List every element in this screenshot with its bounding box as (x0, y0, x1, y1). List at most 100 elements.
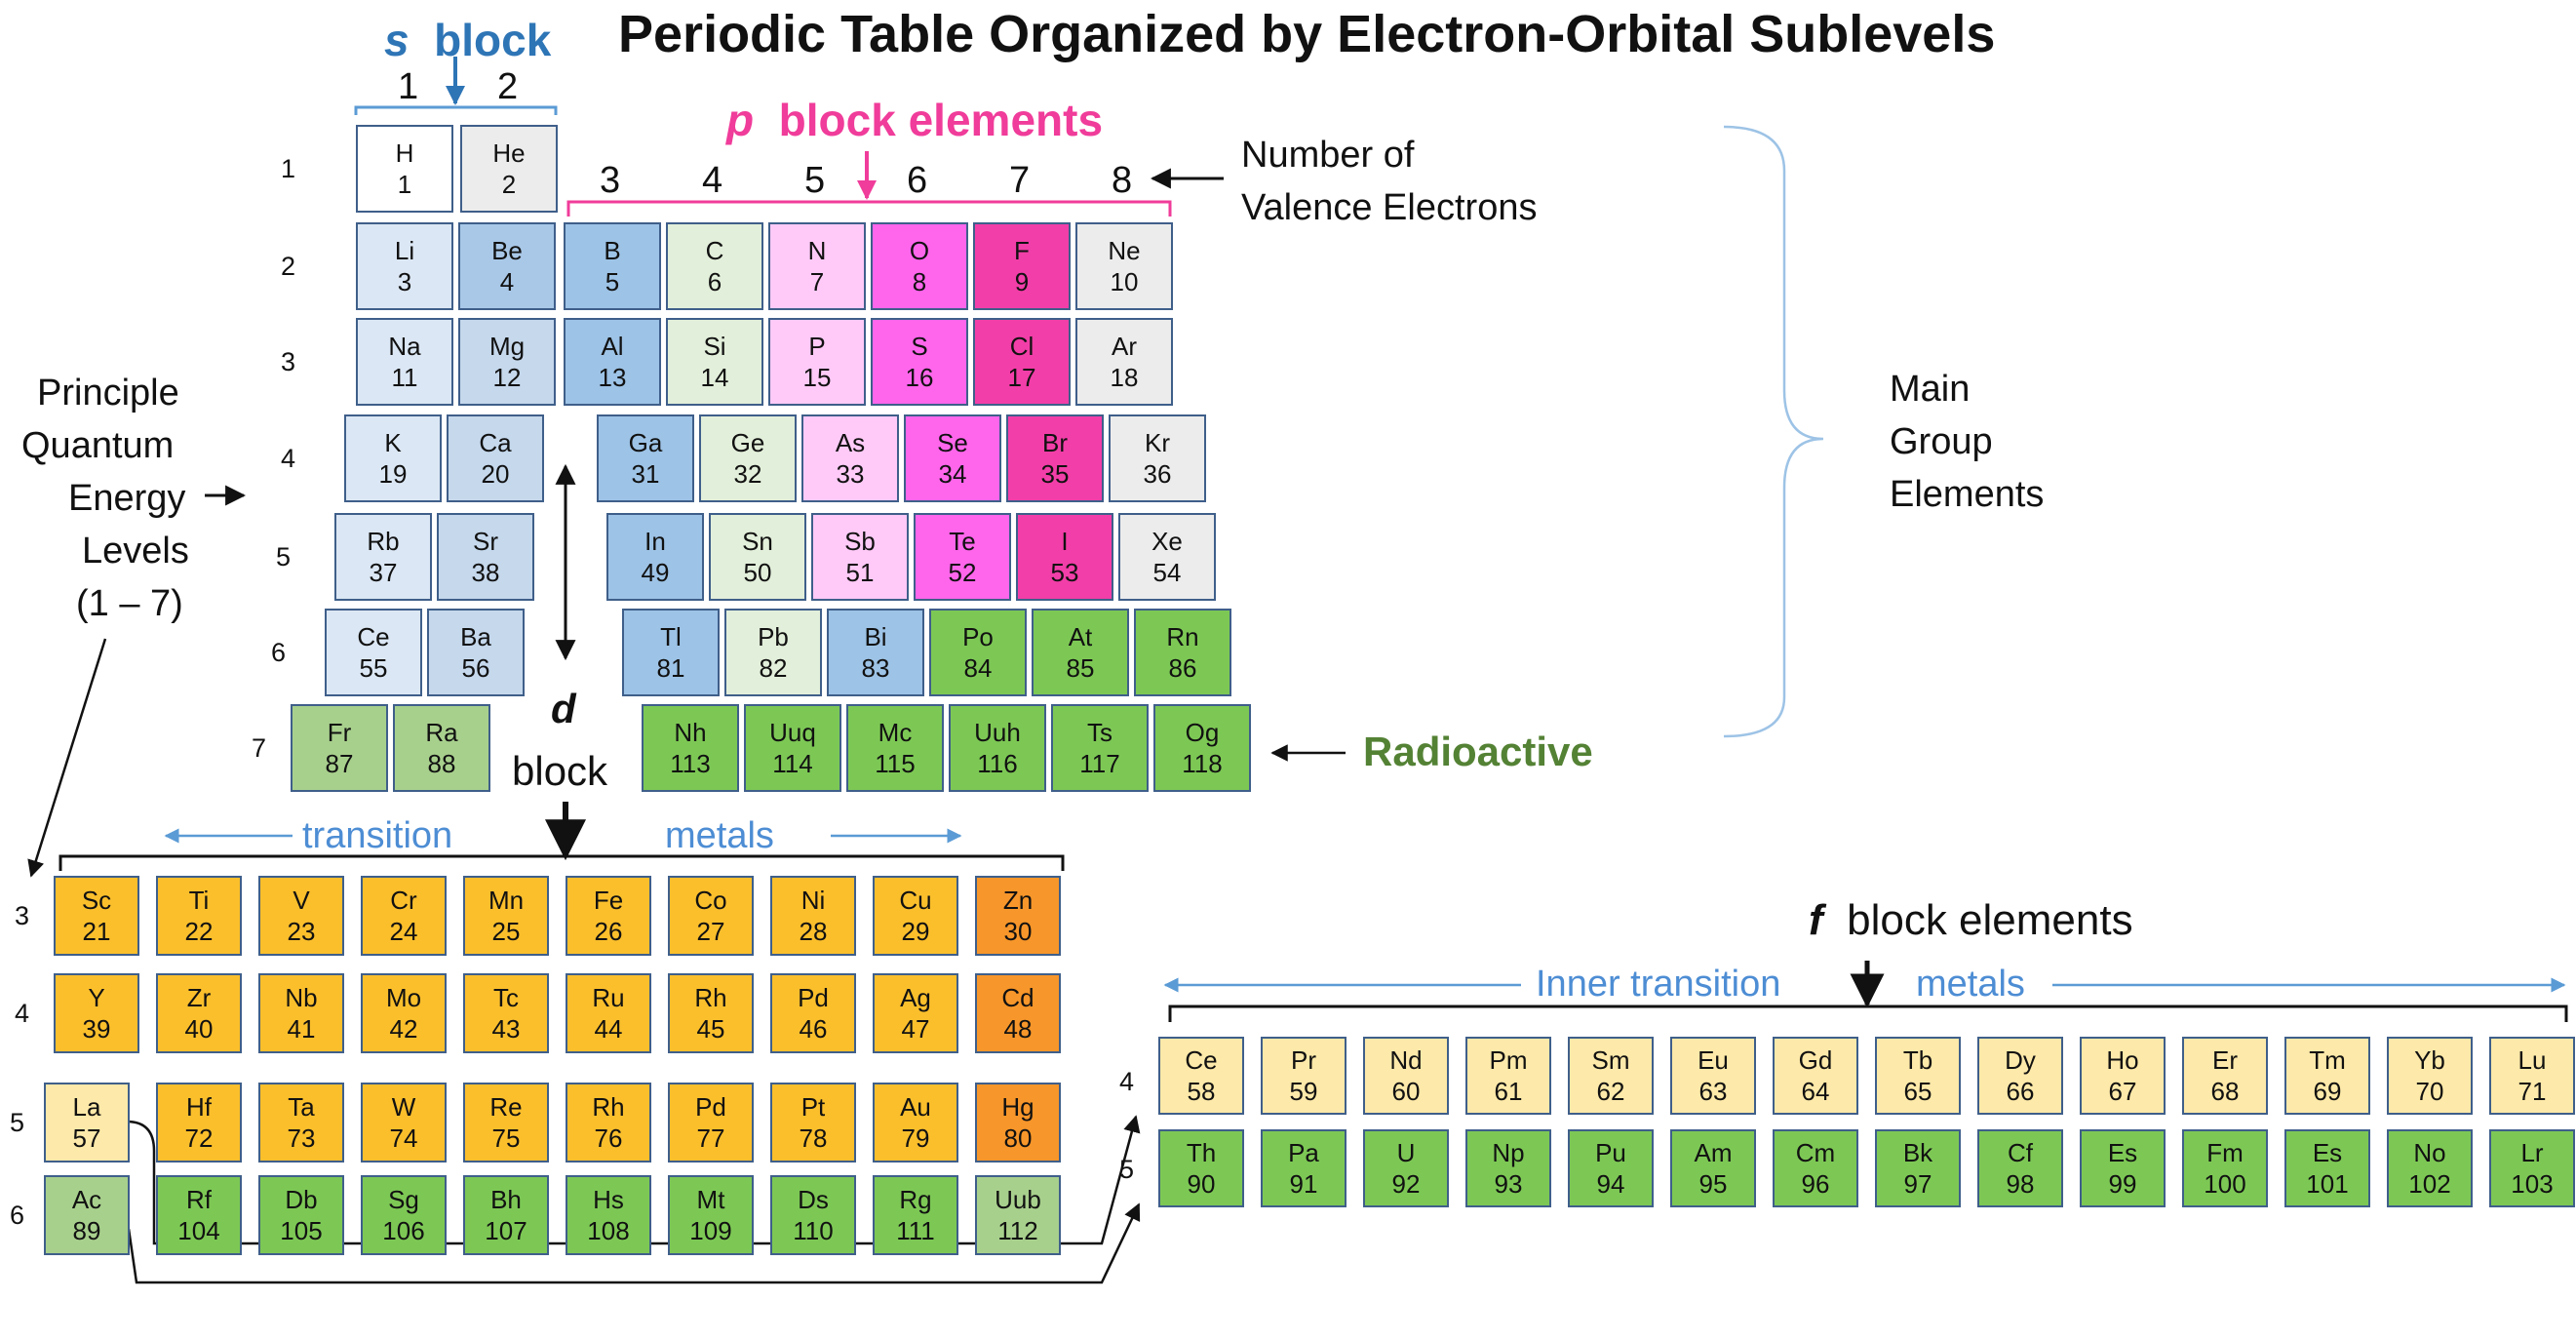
atomic-number: 38 (471, 558, 500, 587)
element-symbol: Pt (800, 1091, 826, 1122)
atomic-number: 72 (184, 1123, 214, 1153)
atomic-number: 8 (912, 267, 927, 296)
element-symbol: Mc (878, 717, 913, 747)
atomic-number: 75 (491, 1123, 521, 1153)
atomic-number: 48 (1003, 1014, 1033, 1044)
element-symbol: Uub (995, 1184, 1041, 1214)
element-symbol: Bk (1902, 1137, 1933, 1167)
element-symbol: Fr (327, 717, 352, 747)
element-symbol: Th (1186, 1137, 1217, 1167)
atomic-number: 50 (743, 558, 772, 587)
atomic-number: 114 (772, 749, 813, 778)
valence-label-line2: Valence Electrons (1241, 187, 1538, 228)
element-symbol: Cf (2008, 1137, 2033, 1167)
element-symbol: Pu (1595, 1137, 1626, 1167)
atomic-number: 51 (845, 558, 875, 587)
quantum-label-line1: Principle (37, 373, 179, 414)
element-symbol: He (492, 138, 526, 168)
element-symbol: Pb (758, 621, 789, 651)
quantum-to-d-arrow (27, 638, 107, 878)
element-symbol: Te (949, 526, 976, 556)
element-symbol: At (1068, 621, 1093, 651)
s-block-word: block (434, 15, 552, 65)
atomic-number: 13 (598, 363, 627, 392)
element-symbol: Sb (844, 526, 876, 556)
atomic-number: 27 (696, 917, 725, 946)
element-symbol: Tm (2309, 1044, 2346, 1075)
atomic-number: 115 (875, 749, 916, 778)
element-symbol: Cm (1795, 1137, 1836, 1167)
element-symbol: Po (962, 621, 994, 651)
element-symbol: Fm (2206, 1137, 2244, 1167)
element-symbol: Nb (285, 982, 318, 1012)
main-row-number: 1 (281, 154, 296, 183)
element-symbol: Xe (1151, 526, 1183, 556)
atomic-number: 55 (359, 653, 388, 683)
metals-label: metals (665, 815, 774, 856)
element-symbol: Cu (899, 885, 932, 915)
element-symbol: Es (2312, 1137, 2343, 1167)
element-symbol: Tb (1902, 1044, 1933, 1075)
atomic-number: 78 (799, 1123, 828, 1153)
element-symbol: U (1396, 1137, 1416, 1167)
element-symbol: Bi (864, 621, 887, 651)
page-title: Periodic Table Organized by Electron-Orb… (618, 5, 1996, 63)
atomic-number: 107 (485, 1216, 527, 1245)
element-symbol: Ge (730, 427, 765, 457)
element-symbol: Db (285, 1184, 318, 1214)
atomic-number: 86 (1168, 653, 1197, 683)
atomic-number: 97 (1903, 1169, 1932, 1199)
atomic-number: 83 (861, 653, 890, 683)
atomic-number: 66 (2006, 1077, 2035, 1106)
f-block-letter: f (1809, 896, 1823, 944)
element-symbol: Og (1185, 717, 1220, 747)
atomic-number: 23 (287, 917, 316, 946)
f-row-number: 5 (1119, 1155, 1135, 1184)
element-symbol: Ne (1108, 235, 1141, 265)
atomic-number: 15 (802, 363, 832, 392)
atomic-number: 62 (1596, 1077, 1625, 1106)
atomic-number: 37 (369, 558, 398, 587)
valence-label-line1: Number of (1241, 135, 1415, 176)
element-symbol: Ce (1185, 1044, 1218, 1075)
radioactive-label: Radioactive (1363, 729, 1593, 774)
f-block-word: block elements (1847, 896, 2133, 944)
atomic-number: 40 (184, 1014, 214, 1044)
inner-transition-label: Inner transition (1536, 964, 1781, 1005)
atomic-number: 39 (82, 1014, 111, 1044)
atomic-number: 103 (2511, 1169, 2554, 1199)
element-symbol: Li (394, 235, 415, 265)
